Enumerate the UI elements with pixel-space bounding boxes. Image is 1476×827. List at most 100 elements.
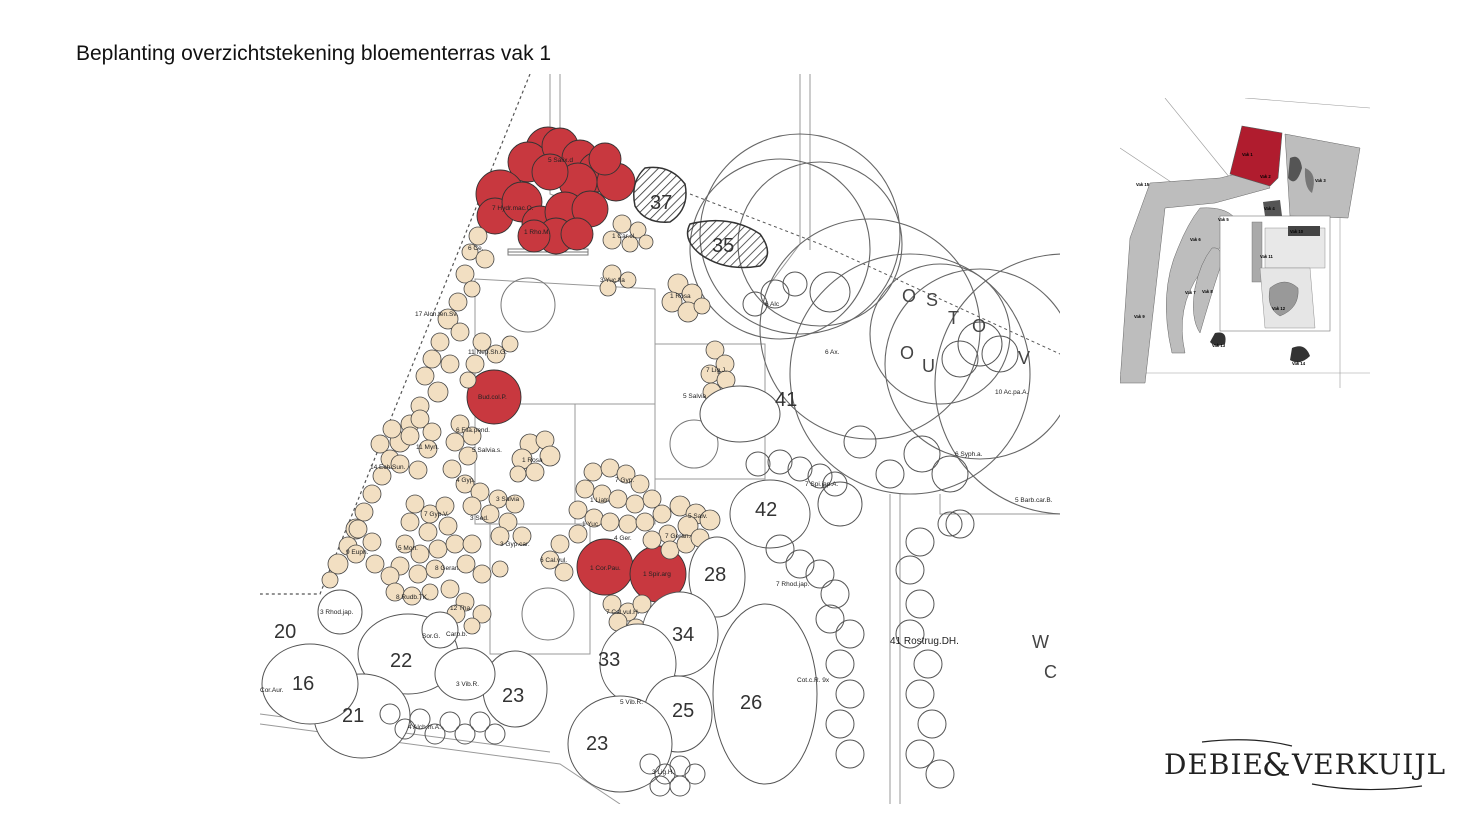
- plant-label: 1 Rosa: [670, 293, 691, 300]
- letter-label: U: [922, 356, 935, 376]
- plant-label: 17 Alch.ten.Sv.: [415, 311, 458, 318]
- bed-numbers: 41 42 28 34 33 26 25 23 23 22 21 20 16: [274, 389, 797, 755]
- logo-text-right: VERKUIJL: [1291, 748, 1446, 781]
- label-hydrangea: 7 Hydr.mac.O.: [492, 205, 534, 212]
- vak-label: Vak 6: [1190, 237, 1201, 242]
- plant-label: 4 Ger.: [614, 535, 632, 542]
- plant-label: 1 Car.cl.: [612, 233, 636, 240]
- plant-label: Sor.G.: [422, 633, 441, 640]
- vak-label: Vak 7: [1185, 290, 1196, 295]
- vak-label: Vak 2: [1260, 174, 1271, 179]
- plant-label: 4 Gyp.: [456, 477, 475, 484]
- plant-label: 7 Rhod.jap.: [776, 581, 809, 588]
- vak-label: Vak 14: [1292, 361, 1306, 366]
- bed-number: 34: [672, 624, 694, 646]
- plant-label: 5 Salvia.s.: [472, 447, 502, 454]
- plant-label: 6 Cal.vul.: [540, 557, 567, 564]
- bed-number: 20: [274, 621, 296, 643]
- white-labels: 6 Alc 6 Ax. 3 Rhod.jap. Cor.Aur. 3 Vib.R…: [260, 301, 1053, 776]
- red-plantings: [466, 126, 687, 603]
- letter-label: S: [926, 290, 938, 310]
- plant-label: 9 Euph.: [346, 549, 369, 556]
- plant-label: 5 Salv.: [688, 513, 708, 520]
- plant-label: 10 Ac.pa.A.: [995, 389, 1028, 396]
- letter-label: W: [1032, 632, 1049, 652]
- plant-label: 1 Rosa: [522, 457, 543, 464]
- label-salix: 5 Salix.d: [548, 157, 573, 164]
- plant-label: 5 Salvia: [683, 393, 707, 400]
- plant-label: 1 Yuc.: [582, 521, 600, 528]
- plant-label: 3 Lig.H.: [652, 769, 675, 776]
- label-buddleja: Bud.col.P.: [478, 394, 507, 401]
- white-plantings: [261, 385, 863, 793]
- letter-label: O: [972, 316, 986, 336]
- bed-number: 26: [740, 692, 762, 714]
- plant-label: 7 Geran.: [665, 533, 690, 540]
- plant-label: 6 Alc: [765, 301, 780, 308]
- vak-label: Vak 13: [1212, 343, 1226, 348]
- bed-number: 23: [586, 733, 608, 755]
- plant-label: 3 Rhod.jap.: [320, 609, 353, 616]
- bed-number: 23: [502, 685, 524, 707]
- planting-plan: 5 Salix.d 7 Hydr.mac.O. 1 Rho.M. Bud.col…: [260, 74, 1060, 804]
- plant-label: 3 Salvia: [496, 496, 520, 503]
- key-map: Vak 1 Vak 2 Vak 3 Vak 4 Vak 5 Vak 6 Vak …: [1120, 98, 1371, 388]
- plant-label: 3 Sed.: [470, 515, 489, 522]
- bed-number: 16: [292, 673, 314, 695]
- plant-label: 3 Yuc.fla: [600, 277, 625, 284]
- letter-label: T: [948, 308, 959, 328]
- plant-label: 5 Vib.R.: [620, 699, 643, 706]
- plant-label: 6 Ax.: [825, 349, 840, 356]
- plant-label: 7 Spi.jap.A.: [805, 481, 838, 488]
- key-map-labels: Vak 1 Vak 2 Vak 3 Vak 4 Vak 5 Vak 6 Vak …: [1134, 152, 1326, 366]
- label-spiraea: 1 Spir.arg: [643, 571, 671, 578]
- plant-label: 1 Liatr.: [590, 497, 610, 504]
- plant-label: 3 Gyp.car.: [500, 541, 530, 548]
- vak-label: Vak 9: [1134, 314, 1145, 319]
- plant-label: 14 Ech.Sun.: [370, 464, 406, 471]
- plant-label: 7 Gyp.: [615, 477, 634, 484]
- logo-text-left: DEBIE: [1164, 748, 1264, 781]
- vak-label: Vak 5: [1218, 217, 1229, 222]
- vak-label: Vak 1: [1242, 152, 1253, 157]
- vak-label: Vak 8: [1202, 289, 1213, 294]
- label-cornus: 1 Cor.Pau.: [590, 565, 621, 572]
- plant-label: 5 Mon.: [398, 545, 418, 552]
- plant-label: Cor.Aur.: [260, 687, 284, 694]
- plant-label: 6 Ce.: [468, 245, 484, 252]
- bed-number: 33: [598, 649, 620, 671]
- bed-number: 28: [704, 564, 726, 586]
- bed-number: 41: [775, 389, 797, 411]
- plant-label: 8 Geran.: [435, 565, 460, 572]
- plant-label: Cot.c.R. 9x: [797, 677, 830, 684]
- plant-label: 7 Lig.J.: [706, 367, 727, 374]
- vak-label: Vak 12: [1272, 306, 1286, 311]
- bed-number: 22: [390, 650, 412, 672]
- letter-label: V: [1018, 348, 1030, 368]
- plant-label: 8 Rudb.TK.: [396, 594, 429, 601]
- large-letters: O S T O O U V W C: [900, 286, 1057, 682]
- letter-label: C: [1044, 662, 1057, 682]
- company-logo: DEBIE & VERKUIJL: [1164, 739, 1446, 791]
- plant-label: 7 Gyp.V.: [424, 511, 449, 518]
- logo-ampersand: &: [1262, 746, 1291, 784]
- plant-label: 4 Alch.m.A.: [408, 724, 441, 731]
- bed-number: 21: [342, 705, 364, 727]
- label-rhododendron: 1 Rho.M.: [524, 229, 551, 236]
- plant-label: 7 Cal.vul.H.: [606, 609, 640, 616]
- beige-plantings: [321, 214, 739, 638]
- letter-label: O: [902, 286, 916, 306]
- vak-label: Vak 3: [1315, 178, 1326, 183]
- plant-label: Carp.b.: [446, 631, 468, 638]
- vak-label: Vak 4: [1264, 206, 1275, 211]
- bed-number: 35: [712, 235, 734, 257]
- plant-label: 6 Syph.a.: [955, 451, 983, 458]
- vak-label: Vak 11: [1260, 254, 1273, 259]
- plant-label: 12 Tha.: [450, 605, 472, 612]
- bed-number: 25: [672, 700, 694, 722]
- plant-label: 6 Fila.pend.: [456, 427, 490, 434]
- plant-label: 11 Myrt.: [416, 444, 439, 451]
- bed-number: 37: [650, 192, 672, 214]
- vak-label: Vak 10: [1290, 229, 1304, 234]
- red-labels: 5 Salix.d 7 Hydr.mac.O. 1 Rho.M. Bud.col…: [478, 157, 671, 578]
